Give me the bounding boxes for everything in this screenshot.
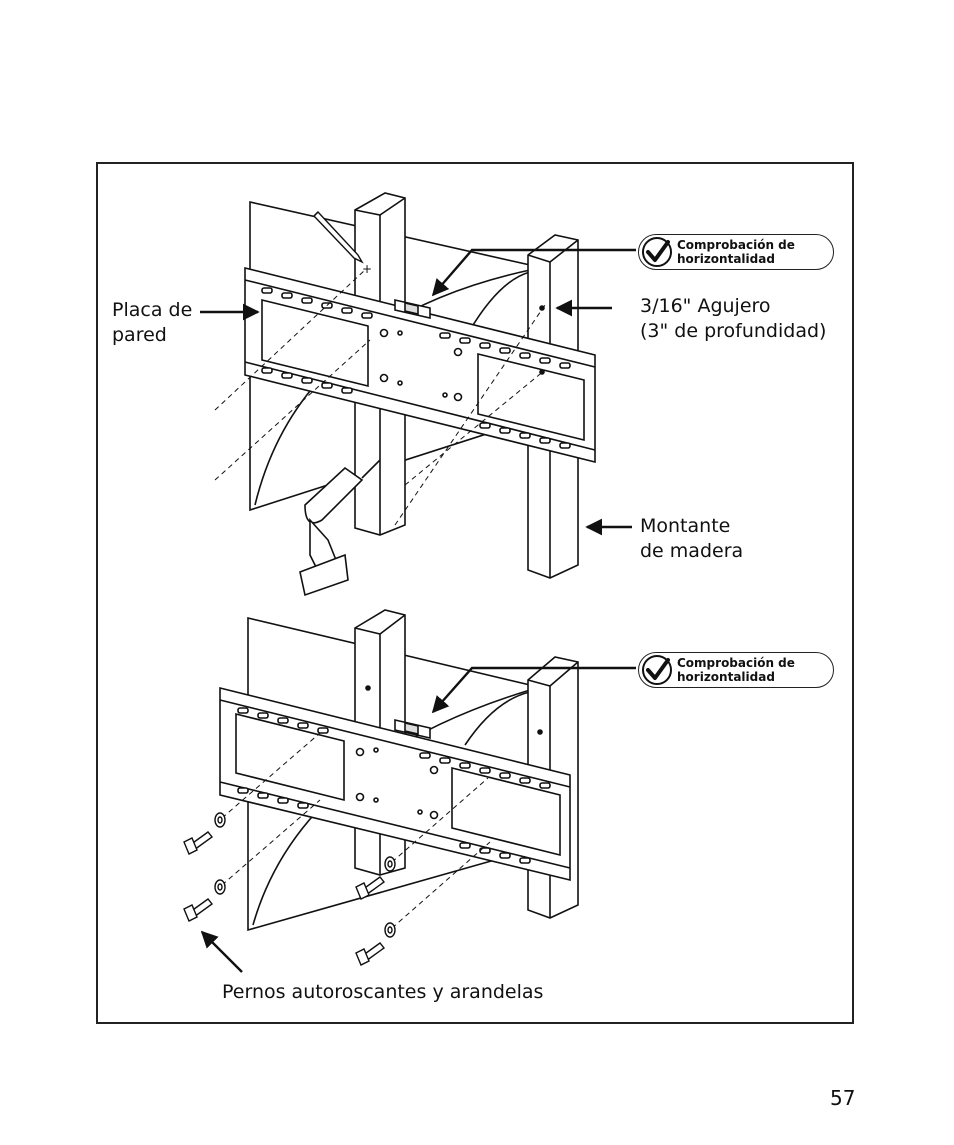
label-stud: Montante de madera xyxy=(640,515,744,562)
badge-line-2: horizontalidad xyxy=(677,670,775,684)
bolts-and-washers xyxy=(183,812,396,966)
level-check-badge-top: Comprobación de horizontalidad xyxy=(638,234,834,270)
bottom-step-illustration xyxy=(183,609,579,966)
bubble-level-2 xyxy=(394,718,431,740)
page-number: 57 xyxy=(830,1086,856,1110)
badge-line-2: horizontalidad xyxy=(677,252,775,266)
checkmark-icon xyxy=(642,655,672,685)
top-step-illustration: + xyxy=(214,192,596,597)
badge-line-1: Comprobación de xyxy=(677,238,795,252)
label-hole: 3/16" Agujero (3" de profundidad) xyxy=(640,295,827,342)
wall-plate xyxy=(244,266,596,464)
wall-plate-2 xyxy=(219,686,571,882)
badge-text: Comprobación de horizontalidad xyxy=(677,238,795,266)
power-drill xyxy=(299,459,381,597)
badge-text: Comprobación de horizontalidad xyxy=(677,656,795,684)
arrow-level-top xyxy=(431,248,636,297)
label-bolts: Pernos autoroscantes y arandelas xyxy=(222,981,544,1003)
checkmark-icon xyxy=(642,237,672,267)
badge-line-1: Comprobación de xyxy=(677,656,795,670)
callout-arrows xyxy=(200,248,636,973)
label-wall-plate: Placa de pared xyxy=(112,299,193,346)
arrow-bolts xyxy=(200,930,243,973)
pencil xyxy=(313,210,364,264)
arrow-level-bottom xyxy=(431,666,636,714)
illustration-frame xyxy=(96,162,854,1024)
svg-text:+: + xyxy=(362,262,372,276)
bubble-level xyxy=(394,298,431,320)
level-check-badge-bottom: Comprobación de horizontalidad xyxy=(638,652,834,688)
